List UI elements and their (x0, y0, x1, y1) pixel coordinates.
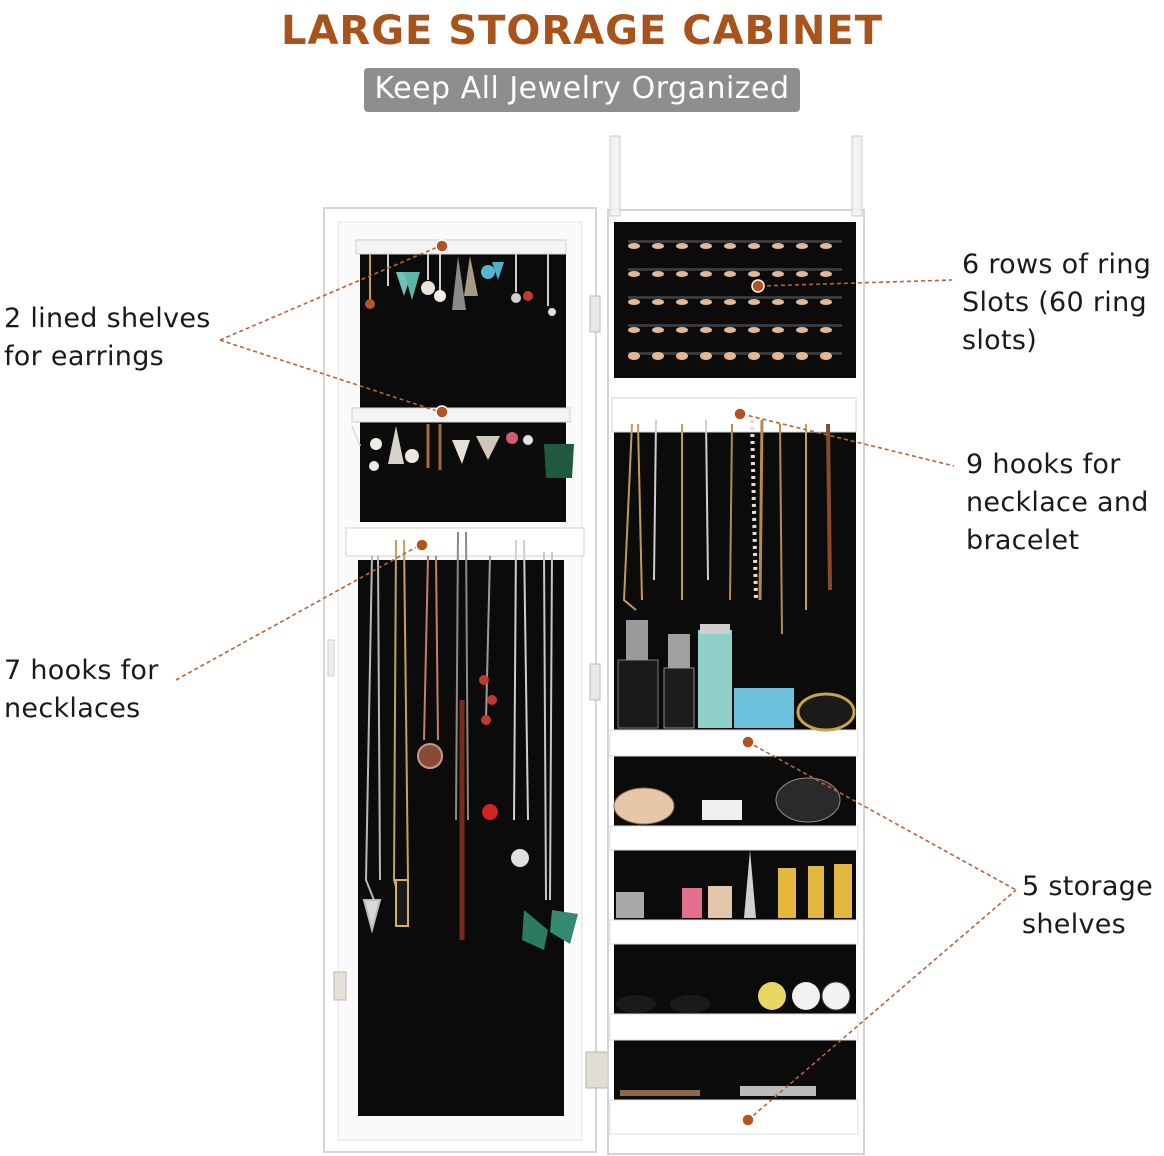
callout-line: shelves (1022, 909, 1127, 940)
earring-row-2 (351, 424, 574, 478)
callout-ring-slots: 6 rows of ring Slots (60 ring slots) (962, 246, 1151, 360)
callout-line: 7 hooks for (4, 655, 159, 686)
leader-lines (175, 245, 1017, 1121)
callout-necklace-bracelet-hooks: 9 hooks for necklace and bracelet (966, 446, 1149, 560)
marker-dot (435, 239, 449, 253)
marker-dot (435, 405, 449, 419)
marker-dot (751, 279, 765, 293)
callout-line: 9 hooks for (966, 449, 1121, 480)
marker-dot (733, 407, 747, 421)
page-title: LARGE STORAGE CABINET (280, 8, 884, 54)
right-necklaces (622, 419, 832, 635)
cosmetics (613, 620, 856, 1096)
callout-line: bracelet (966, 525, 1080, 556)
callout-line: 5 storage (1022, 871, 1154, 902)
callout-earring-shelves: 2 lined shelves for earrings (4, 300, 211, 376)
marker-dot (741, 735, 755, 749)
callout-storage-shelves: 5 storage shelves (1022, 868, 1153, 944)
subtitle-badge: Keep All Jewelry Organized (364, 68, 800, 112)
callout-line: necklace and (966, 487, 1149, 518)
callout-necklace-hooks: 7 hooks for necklaces (4, 652, 159, 728)
marker-dots (415, 239, 765, 1127)
callout-line: Slots (60 ring (962, 287, 1147, 318)
marker-dot (415, 538, 429, 552)
callout-line: 2 lined shelves (4, 303, 211, 334)
ring-rows (628, 240, 842, 360)
left-door (323, 207, 609, 1153)
earring-row-1 (365, 254, 556, 316)
left-necklaces (362, 531, 578, 950)
callout-line: necklaces (4, 693, 141, 724)
callout-line: slots) (962, 325, 1038, 356)
marker-dot (741, 1113, 755, 1127)
callout-line: 6 rows of ring (962, 249, 1152, 280)
callout-line: for earrings (4, 341, 165, 372)
